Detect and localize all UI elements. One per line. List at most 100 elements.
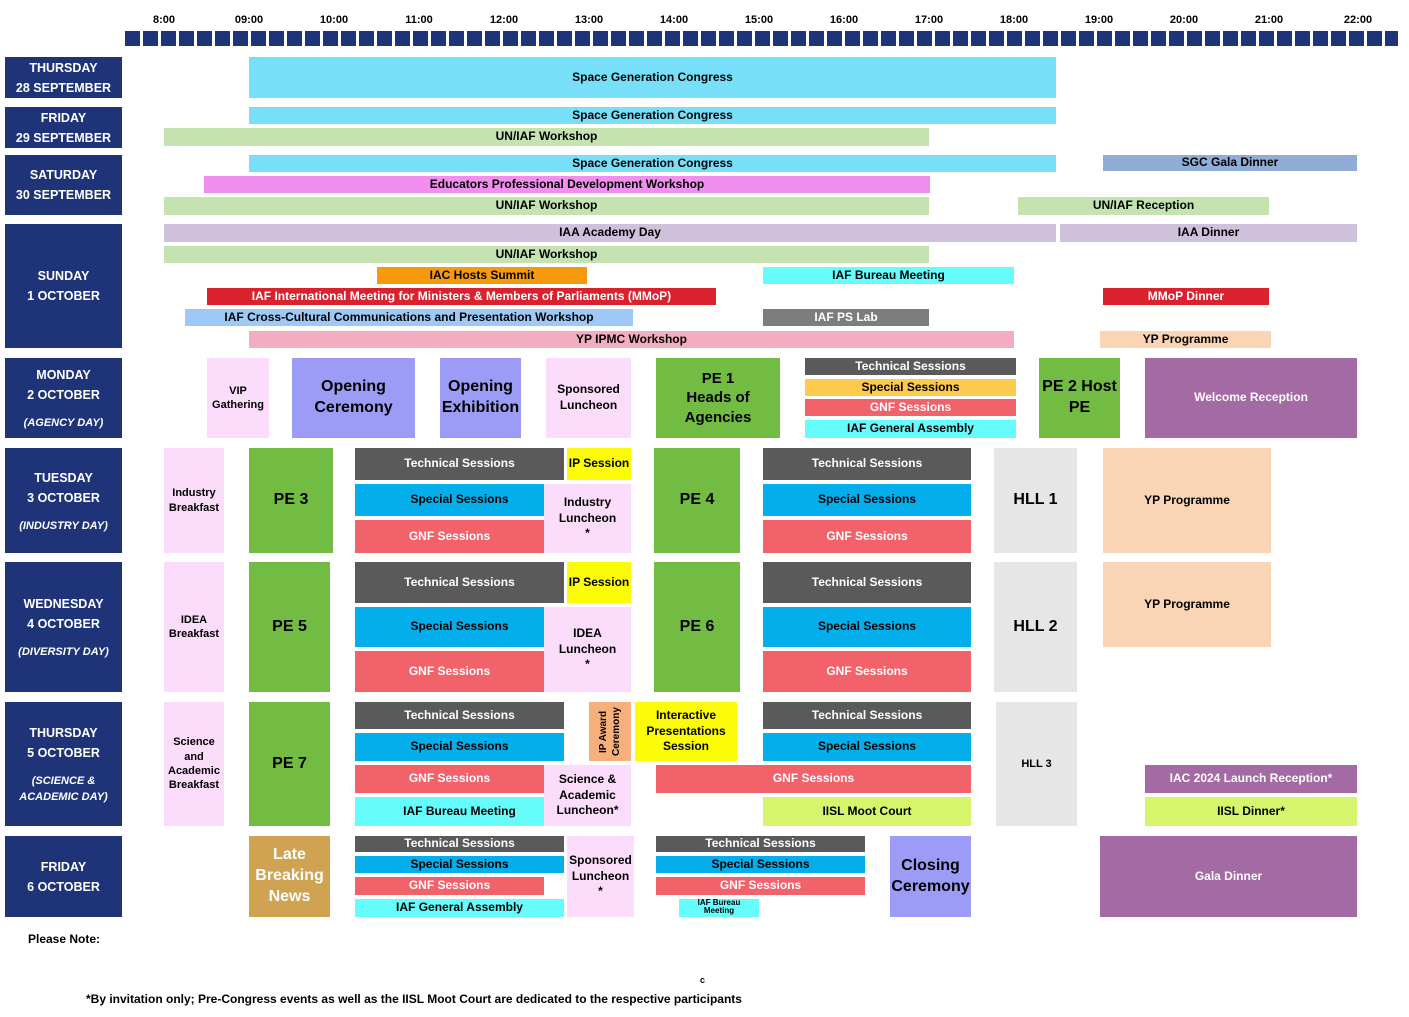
schedule-event: PE 5 (249, 562, 330, 692)
timeline-segment (1367, 31, 1382, 46)
schedule-event: Opening Exhibition (440, 358, 521, 438)
timeline-segment (719, 31, 734, 46)
schedule-event: Technical Sessions (763, 702, 971, 729)
timeline-segment (611, 31, 626, 46)
day-date: 1 OCTOBER (27, 289, 100, 303)
schedule-event: IAF Bureau Meeting (355, 797, 564, 826)
timeline-segment (1349, 31, 1364, 46)
schedule-event: Special Sessions (805, 379, 1016, 396)
day-date: 29 SEPTEMBER (15, 130, 112, 145)
timeline-hour-label: 8:00 (152, 14, 176, 26)
day-date: 5 OCTOBER (27, 746, 100, 760)
timeline-segment (323, 31, 338, 46)
schedule-event: UN/IAF Workshop (164, 197, 929, 215)
day-theme: (DIVERSITY DAY) (18, 646, 109, 658)
schedule-event: GNF Sessions (355, 877, 544, 895)
schedule-event: Special Sessions (763, 733, 971, 761)
timeline-segment (1313, 31, 1328, 46)
timeline-segment (413, 31, 428, 46)
day-name: TUESDAY (34, 470, 93, 485)
day-date: 30 SEPTEMBER (15, 188, 112, 202)
schedule-event: Technical Sessions (355, 448, 564, 480)
timeline-segment (665, 31, 680, 46)
timeline-segment (1277, 31, 1292, 46)
schedule-event: GNF Sessions (763, 651, 971, 692)
timeline-segment (1187, 31, 1202, 46)
schedule-event: Industry Luncheon * (544, 484, 631, 553)
schedule-event: IDEA Breakfast (164, 562, 224, 692)
schedule-event: UN/IAF Workshop (164, 246, 929, 263)
day-name: SATURDAY (29, 168, 98, 182)
day-name: MONDAY (36, 368, 91, 382)
timeline-segment (809, 31, 824, 46)
timeline-segment (485, 31, 500, 46)
timeline-segment (1025, 31, 1040, 46)
schedule-event: IAC Hosts Summit (377, 267, 587, 284)
timeline-hour-label: 09:00 (234, 14, 264, 26)
timeline-segment (917, 31, 932, 46)
day-theme: (AGENCY DAY) (23, 417, 104, 429)
schedule-event: UN/IAF Reception (1018, 197, 1269, 215)
schedule-event: Late Breaking News (249, 836, 330, 917)
schedule-event: IISL Dinner* (1145, 797, 1357, 826)
day-name: WEDNESDAY (23, 597, 104, 611)
timeline-segment (431, 31, 446, 46)
schedule-event: IAA Academy Day (164, 224, 1056, 242)
timeline-segment (791, 31, 806, 46)
timeline-segment (737, 31, 752, 46)
timeline-segment (359, 31, 374, 46)
schedule-event: SGC Gala Dinner (1103, 155, 1357, 171)
schedule-event: IP Session (567, 562, 631, 603)
schedule-event: YP Programme (1103, 562, 1271, 647)
please-note-label: Please Note: (28, 932, 101, 946)
schedule-event: Technical Sessions (805, 358, 1016, 375)
timeline-hour-label: 20:00 (1169, 14, 1199, 26)
day-date: 4 OCTOBER (27, 617, 100, 631)
schedule-event: IAF Bureau Meeting (679, 899, 759, 917)
timeline-segment (143, 31, 158, 46)
timeline-hour-label: 17:00 (914, 14, 944, 26)
timeline-segment (341, 31, 356, 46)
schedule-event: Science and Academic Breakfast (164, 702, 224, 826)
schedule-event: IDEA Luncheon * (544, 607, 631, 692)
timeline-segment (827, 31, 842, 46)
timeline-segment (899, 31, 914, 46)
schedule-event: Space Generation Congress (249, 155, 1056, 172)
schedule-event: PE 3 (249, 448, 333, 553)
schedule-event: VIP Gathering (207, 358, 269, 438)
timeline-segment (503, 31, 518, 46)
schedule-event: Special Sessions (763, 484, 971, 516)
schedule-event: HLL 2 (994, 562, 1077, 692)
timeline-segment (1151, 31, 1166, 46)
timeline-segment (125, 31, 140, 46)
schedule-event: Closing Ceremony (890, 836, 971, 917)
timeline-segment (1079, 31, 1094, 46)
timeline-segment (179, 31, 194, 46)
schedule-event: Welcome Reception (1145, 358, 1357, 438)
schedule-event: Special Sessions (355, 484, 564, 516)
timeline-hour-label: 16:00 (829, 14, 859, 26)
schedule-event: PE 6 (654, 562, 740, 692)
schedule-event: Educators Professional Development Works… (204, 176, 930, 193)
schedule-event: IAC 2024 Launch Reception* (1145, 765, 1357, 793)
schedule-event: GNF Sessions (355, 520, 544, 553)
timeline-segment (449, 31, 464, 46)
timeline-segment (701, 31, 716, 46)
schedule-event: Special Sessions (355, 733, 564, 761)
day-name: FRIDAY (40, 859, 87, 874)
schedule-event: GNF Sessions (763, 520, 971, 553)
timeline-segment (467, 31, 482, 46)
schedule-event: Special Sessions (656, 856, 865, 873)
schedule-event: HLL 1 (994, 448, 1077, 553)
schedule-event: MMoP Dinner (1103, 288, 1269, 305)
timeline-segment (1295, 31, 1310, 46)
schedule-event: Special Sessions (355, 607, 564, 647)
schedule-event: Sponsored Luncheon * (567, 836, 634, 917)
timeline-segment (1241, 31, 1256, 46)
